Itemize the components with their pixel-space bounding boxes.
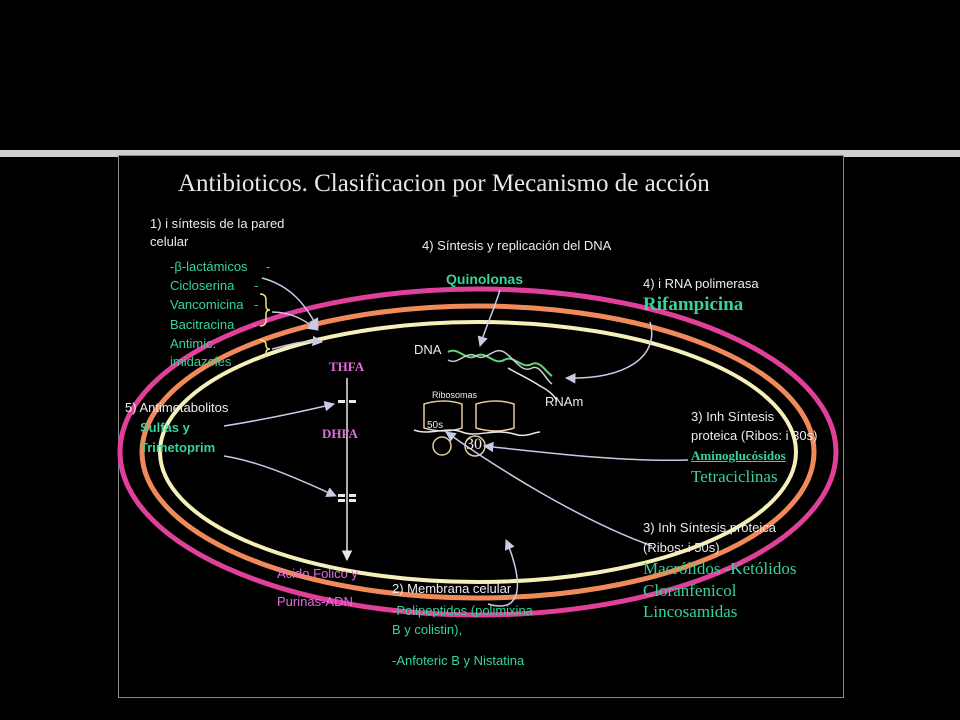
ribosome-50s-left <box>423 400 463 432</box>
drug-antimic: Antimic. <box>170 336 217 351</box>
inner-membrane-ring <box>158 320 798 584</box>
drug-tetraciclinas: Tetraciclinas <box>691 467 778 486</box>
drug-macrolidos: Macrólidos -Ketólidos <box>643 559 797 578</box>
drug-polipeptidos-cont: B y colistin), <box>392 622 463 637</box>
block-mark-thfa <box>349 400 356 403</box>
protein-30s-heading: 3) Inh Síntesis <box>691 409 775 424</box>
arrow-macrolidos <box>445 431 653 547</box>
label-50s: 50s <box>427 420 444 431</box>
drug-aminoglucosidos: Aminoglucósidos <box>691 448 786 463</box>
drug-lincosamidas: Lincosamidas <box>643 602 738 621</box>
cell-wall-ring <box>139 303 817 601</box>
label-dhfa: DHFA <box>322 426 358 441</box>
drug-cloranfenicol: Cloranfenicol <box>643 581 737 600</box>
membrane-heading: 2) Membrana celular <box>392 581 512 596</box>
purinas-label: Purinas-ADN <box>277 594 353 609</box>
label-dna: DNA <box>414 342 442 357</box>
mrna-strand <box>507 367 558 403</box>
drug-polipeptidos: -Polipeptidos (polimixina <box>392 603 533 618</box>
block-mark-dhfa <box>349 499 356 502</box>
ribosome-50s-right <box>475 400 515 432</box>
protein-50s-heading: 3) Inh Síntesis proteica <box>643 520 776 535</box>
dash-vancomicina: - <box>254 297 259 312</box>
arrow-trimetoprim <box>223 455 337 497</box>
block-mark-dhfa <box>349 494 356 497</box>
drug-anfoteric: -Anfoteric B y Nistatina <box>392 653 525 668</box>
arrow-quinolonas <box>477 289 501 348</box>
arrow-rifampicina <box>564 321 653 384</box>
drug-vancomicina: Vancomicina <box>170 297 244 312</box>
cell-wall-heading: 1) i síntesis de la pared <box>150 216 285 231</box>
slide-title: Antibioticos. Clasificacion por Mecanism… <box>178 170 710 197</box>
brace-vancomicina <box>259 293 271 327</box>
drug-cicloserina: Cicloserina <box>170 278 235 293</box>
label-ribosomas: Ribosomas <box>432 390 478 400</box>
label-30: 30 <box>466 436 482 453</box>
drug-betalactamicos: -β-lactámicos <box>170 259 248 274</box>
dna-strand <box>447 349 553 377</box>
cell-wall-heading-cont: celular <box>150 234 189 249</box>
drug-trimetoprim: Trimetoprim <box>140 440 216 455</box>
outer-membrane-ring <box>117 286 839 618</box>
top-black-band <box>0 0 960 150</box>
arrow-aminoglucosidos <box>482 441 689 461</box>
antimetabolites-heading: 5) Antimetabolitos <box>125 400 229 415</box>
block-mark-thfa <box>338 400 345 403</box>
label-rnam: RNAm <box>545 394 584 409</box>
dash-betalactamicos: - <box>266 259 271 274</box>
dna-strand <box>447 349 553 385</box>
drug-rifampicina: Rifampicina <box>643 294 744 315</box>
arrow-vancomicina <box>271 311 319 331</box>
arrow-sulfas <box>223 401 336 427</box>
dash-bacitracina: - <box>252 317 257 332</box>
ribosome-mrna <box>413 429 541 437</box>
rna-pol-heading: 4) i RNA polimerasa <box>643 276 759 291</box>
block-mark-dhfa <box>338 494 345 497</box>
dash-cicloserina: - <box>254 278 259 293</box>
drug-bacitracina: Bacitracina <box>170 317 235 332</box>
drug-imidazoles: imidazoles <box>170 354 232 369</box>
drug-quinolonas: Quinolonas <box>446 271 523 287</box>
brace-antimic <box>259 339 271 359</box>
drug-sulfas: Sulfas y <box>140 420 190 435</box>
dna-heading: 4) Síntesis y replicación del DNA <box>422 238 612 253</box>
folate-label: Acido Folico y <box>277 566 358 581</box>
label-thfa: THFA <box>329 359 365 374</box>
arrow-membrana <box>487 539 519 607</box>
arrow-antimic <box>271 335 324 350</box>
ribosome-30s-left <box>432 436 452 456</box>
protein-50s-heading-cont: (Ribos: i 50s) <box>643 540 720 555</box>
slide-panel <box>118 155 844 698</box>
block-mark-dhfa <box>338 499 345 502</box>
divider-rule <box>0 150 960 157</box>
protein-30s-heading-cont: proteica (Ribos: i 30s) <box>691 428 818 443</box>
